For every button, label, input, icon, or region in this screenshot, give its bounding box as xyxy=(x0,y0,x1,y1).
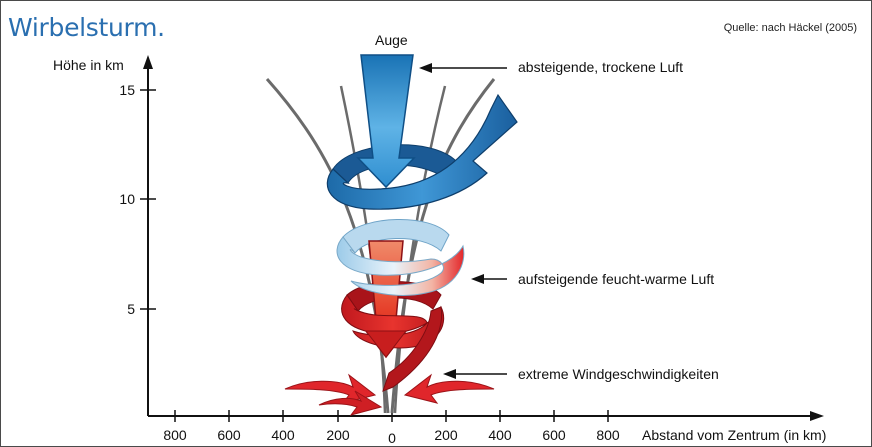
x-tick-label: 600 xyxy=(542,427,566,443)
y-axis: Höhe in km 15 10 5 xyxy=(53,55,156,416)
x-tick-label: 800 xyxy=(596,427,620,443)
x-axis-arrowhead xyxy=(810,411,824,421)
x-axis: 800 600 400 200 0 200 400 600 800 Abstan… xyxy=(148,410,826,446)
descending-air-label: absteigende, trockene Luft xyxy=(518,59,683,75)
x-tick-label: 200 xyxy=(326,427,350,443)
extreme-winds-label: extreme Windgeschwindigkeiten xyxy=(518,366,719,382)
x-axis-label: Abstand vom Zentrum (in km) xyxy=(642,427,826,443)
x-tick-label: 600 xyxy=(217,427,241,443)
right-outer-inflow-arrow xyxy=(405,375,494,403)
y-tick-label-15: 15 xyxy=(119,82,135,98)
y-axis-arrowhead xyxy=(143,55,153,69)
winds-pointer-head xyxy=(443,369,456,379)
eye-down-arrow xyxy=(358,55,414,187)
descending-air-arrow xyxy=(358,55,414,187)
x-tick-label: 400 xyxy=(271,427,295,443)
eye-label: Auge xyxy=(375,32,408,48)
x-tick-label: 800 xyxy=(163,427,187,443)
x-tick-label: 200 xyxy=(434,427,458,443)
x-tick-label: 400 xyxy=(488,427,512,443)
y-axis-label: Höhe in km xyxy=(53,57,124,73)
ascending-air-label: aufsteigende feucht-warme Luft xyxy=(518,271,714,287)
descending-pointer-head xyxy=(419,63,432,73)
y-tick-label-10: 10 xyxy=(119,191,135,207)
x-tick-label: 0 xyxy=(388,430,396,446)
ascending-pointer-head xyxy=(471,274,484,284)
y-tick-label-5: 5 xyxy=(127,301,135,317)
